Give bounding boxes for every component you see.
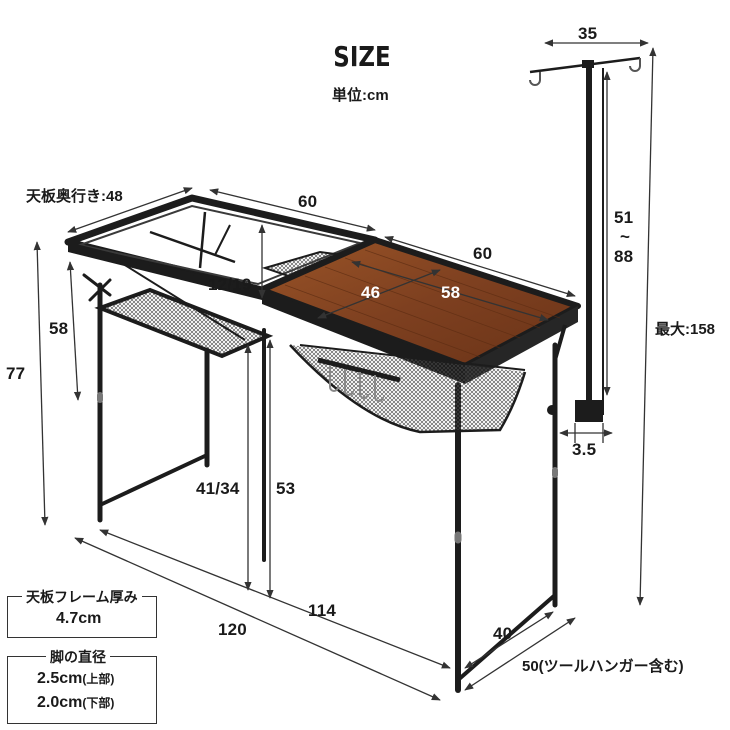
total-height-label: 77 <box>6 364 26 383</box>
leg-lower-note: (下部) <box>82 696 115 710</box>
leg-lower-value: 2.0cm <box>37 694 83 711</box>
leg-upper-note: (上部) <box>82 672 115 686</box>
page-title: SIZE <box>333 40 391 73</box>
leg-diameter-box <box>7 656 157 724</box>
leg-depth-label: 40 <box>493 624 513 643</box>
leg-diameter-upper: 2.5cm(上部) <box>37 670 114 688</box>
dimension-lines <box>33 39 657 701</box>
total-length-label: 120 <box>218 620 247 639</box>
top-depth-label: 天板奥行き:48 <box>26 188 123 205</box>
pole-offset-label: 3.5 <box>572 440 597 459</box>
wooden-top <box>259 237 581 434</box>
leg-upper-value: 2.5cm <box>37 670 83 687</box>
top-right-width-label: 60 <box>473 244 493 263</box>
inner-width-58-label: 58 <box>441 283 461 302</box>
pole-height-label: 51 <box>614 208 634 227</box>
pole-height-max-label: 88 <box>614 247 634 266</box>
pole-height-tilde: ~ <box>620 227 631 246</box>
unit-label: 単位:cm <box>332 87 389 104</box>
top-left-width-label: 60 <box>298 192 318 211</box>
total-depth-label: 50(ツールハンガー含む) <box>522 658 684 675</box>
inner-width-46-label: 46 <box>361 283 381 302</box>
table-frame <box>82 273 558 693</box>
side-height-label: 58 <box>49 319 69 338</box>
inner-length-label: 114 <box>308 601 337 620</box>
hanger-width-label: 35 <box>578 24 598 43</box>
leg-diameter-title: 脚の直径 <box>46 647 110 667</box>
floor-to-frame-label: 53 <box>276 479 296 498</box>
shelf-height-label: 41/34 <box>196 479 240 498</box>
max-height-label: 最大:158 <box>655 321 716 338</box>
frame-thickness-value: 4.7cm <box>56 610 102 627</box>
lantern-pole <box>529 56 641 422</box>
frame-thickness-title: 天板フレーム厚み <box>22 587 142 607</box>
leg-diameter-lower: 2.0cm(下部) <box>37 694 114 712</box>
opening-label: 12/19 <box>208 275 252 294</box>
